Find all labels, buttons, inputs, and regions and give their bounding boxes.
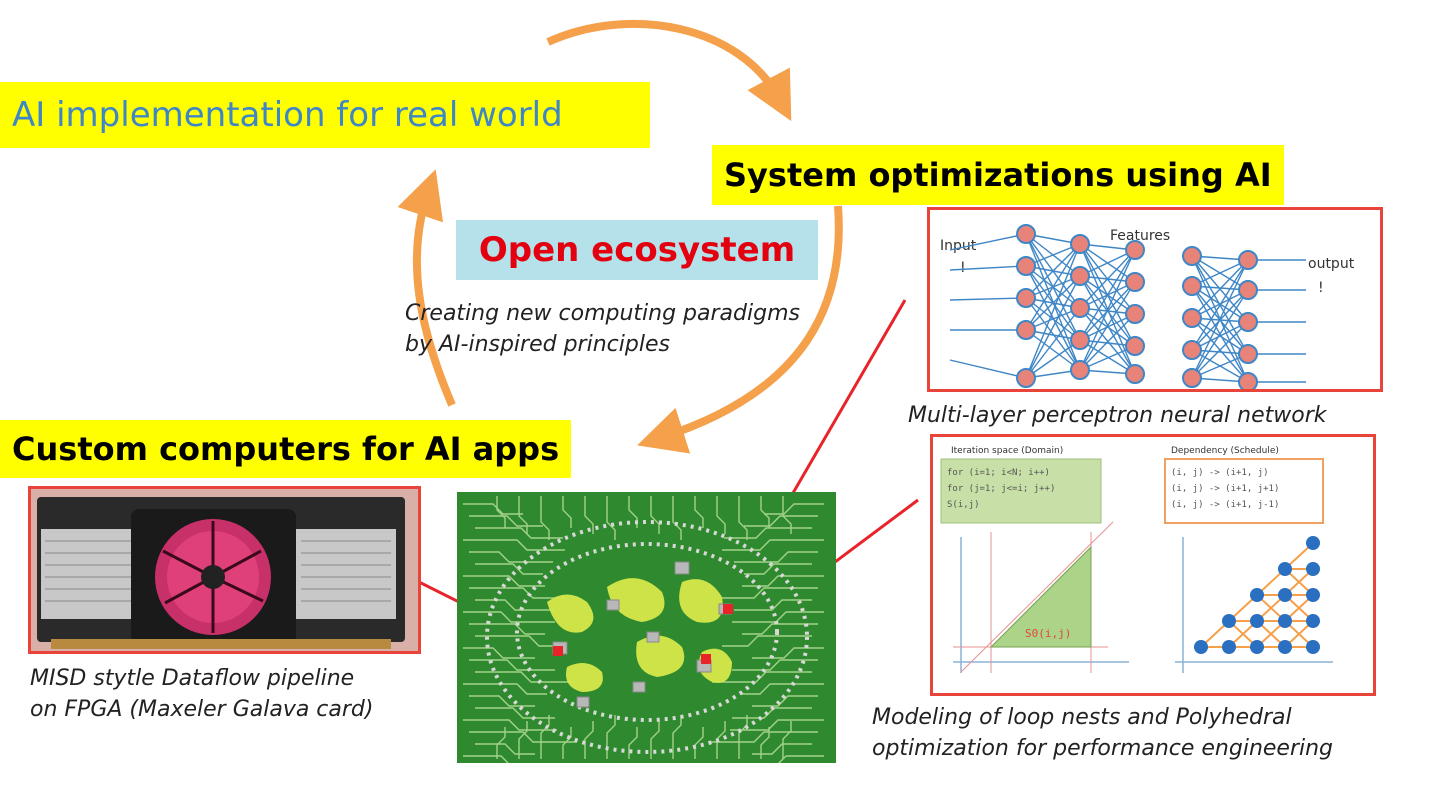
neuron-node xyxy=(1182,308,1202,328)
circuit-brain-graphic xyxy=(457,492,836,767)
neuron-node xyxy=(1125,364,1145,384)
neuron-node xyxy=(1238,344,1258,364)
neuron-node xyxy=(1238,372,1258,392)
arrow-top xyxy=(546,20,792,122)
iteration-point xyxy=(1278,588,1292,602)
neuron-node xyxy=(1016,320,1036,340)
schedule-code-2: (i, j) -> (i+1, j+1) xyxy=(1171,484,1279,494)
neuron-node xyxy=(1125,304,1145,324)
neuron-node xyxy=(1125,240,1145,260)
label-ai-implementation: AI implementation for real world xyxy=(0,82,650,148)
schedule-code-1: (i, j) -> (i+1, j) xyxy=(1171,468,1269,478)
neuron-node xyxy=(1070,330,1090,350)
neuron-node xyxy=(1182,368,1202,388)
neuron-node xyxy=(1182,276,1202,296)
mlp-features-label: Features xyxy=(1110,228,1170,244)
neuron-node xyxy=(1238,250,1258,270)
arrow-left xyxy=(397,169,456,407)
iteration-point xyxy=(1222,640,1236,654)
circuit-brain-illustration xyxy=(457,492,836,767)
mlp-caption: Multi-layer perceptron neural network xyxy=(908,403,1327,428)
neuron-node xyxy=(1016,224,1036,244)
polyhedral-panel: Iteration space (Domain) for (i=1; i<N; … xyxy=(930,434,1376,696)
paradigm-line1: Creating new computing paradigms xyxy=(405,301,800,326)
mlp-input-label: Input xyxy=(940,238,977,254)
iteration-point xyxy=(1222,614,1236,628)
iteration-point xyxy=(1250,614,1264,628)
polyhedral-graphic: Iteration space (Domain) for (i=1; i<N; … xyxy=(940,446,1333,673)
domain-title: Iteration space (Domain) xyxy=(951,446,1063,456)
fpga-card-graphic xyxy=(31,489,418,651)
neuron-node xyxy=(1125,336,1145,356)
fpga-caption-line2: on FPGA (Maxeler Galava card) xyxy=(30,697,374,722)
neuron-node xyxy=(1070,234,1090,254)
svg-text:!: ! xyxy=(960,260,966,276)
neuron-node xyxy=(1016,256,1036,276)
neuron-node xyxy=(1070,298,1090,318)
fpga-caption-line1: MISD stytle Dataflow pipeline xyxy=(30,666,355,691)
neuron-node xyxy=(1238,312,1258,332)
iteration-point xyxy=(1278,562,1292,576)
domain-code-1: for (i=1; i<N; i++) xyxy=(947,468,1050,478)
open-ecosystem-label: Open ecosystem xyxy=(456,220,818,280)
iteration-point xyxy=(1306,562,1320,576)
mlp-diagram-panel: Input ! Features output ! xyxy=(927,207,1383,392)
label-custom-computers: Custom computers for AI apps xyxy=(0,420,572,478)
schedule-code-3: (i, j) -> (i+1, j-1) xyxy=(1171,500,1279,510)
neuron-node xyxy=(1238,280,1258,300)
neuron-node xyxy=(1125,272,1145,292)
polyhedral-caption-line2: optimization for performance engineering xyxy=(872,736,1334,761)
schedule-title: Dependency (Schedule) xyxy=(1171,446,1279,456)
iteration-point xyxy=(1306,536,1320,550)
neuron-node xyxy=(1070,360,1090,380)
mlp-network-graphic: Input ! Features output ! xyxy=(940,224,1355,392)
fpga-card-photo xyxy=(28,486,421,654)
domain-code-3: S(i,j) xyxy=(947,500,980,510)
neuron-node xyxy=(1182,340,1202,360)
arrow-right xyxy=(637,205,843,454)
neuron-node xyxy=(1016,368,1036,388)
mlp-output-label: output xyxy=(1308,256,1355,272)
polyhedral-caption-line1: Modeling of loop nests and Polyhedral xyxy=(872,705,1292,730)
statement-label: S0(i,j) xyxy=(1025,627,1071,640)
paradigm-line2: by AI-inspired principles xyxy=(405,332,670,357)
iteration-point xyxy=(1306,640,1320,654)
iteration-point xyxy=(1306,588,1320,602)
domain-code-2: for (j=1; j<=i; j++) xyxy=(947,484,1055,494)
svg-text:!: ! xyxy=(1318,280,1324,296)
iteration-point xyxy=(1278,614,1292,628)
label-system-optimizations: System optimizations using AI xyxy=(712,145,1284,205)
iteration-point xyxy=(1250,640,1264,654)
iteration-point xyxy=(1250,588,1264,602)
neuron-node xyxy=(1070,266,1090,286)
polyhedral-caption: Modeling of loop nests and Polyhedral op… xyxy=(872,702,1434,764)
neuron-node xyxy=(1016,288,1036,308)
iteration-point xyxy=(1278,640,1292,654)
fpga-caption: MISD stytle Dataflow pipeline on FPGA (M… xyxy=(30,663,450,725)
neuron-node xyxy=(1182,246,1202,266)
paradigm-caption: Creating new computing paradigms by AI-i… xyxy=(405,298,905,360)
iteration-point xyxy=(1194,640,1208,654)
iteration-point xyxy=(1306,614,1320,628)
